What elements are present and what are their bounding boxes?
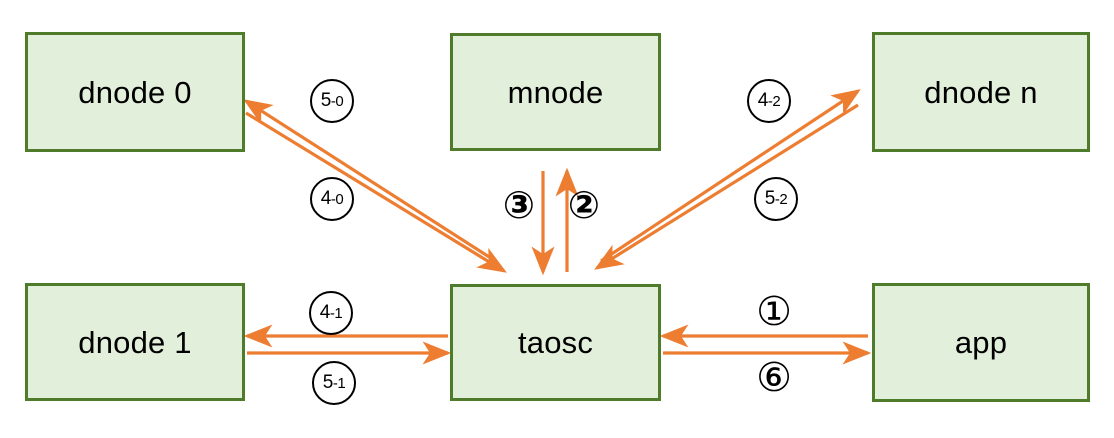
edge-badge-5-0: 5-0 bbox=[310, 79, 354, 123]
node-dnode-0[interactable]: dnode 0 bbox=[25, 32, 245, 152]
edge-badge-5-1-main: 5 bbox=[322, 372, 334, 393]
arrow-a42 bbox=[600, 89, 861, 263]
arrow-a52 bbox=[594, 103, 859, 270]
node-label-dnode-0: dnode 0 bbox=[78, 74, 192, 110]
edge-badge-4-1-sub: -1 bbox=[329, 304, 343, 322]
node-label-dnode-n: dnode n bbox=[924, 74, 1038, 110]
edge-badge-5-1-sub: -1 bbox=[332, 374, 346, 392]
edge-badge-4-2-sub: -2 bbox=[767, 92, 781, 110]
node-label-mnode: mnode bbox=[507, 74, 604, 110]
edge-badge-4-0-main: 4 bbox=[320, 188, 332, 209]
edge-badge-5-0-main: 5 bbox=[320, 90, 332, 111]
node-mnode[interactable]: mnode bbox=[450, 33, 661, 151]
edge-badge-4-2: 4-2 bbox=[747, 79, 791, 123]
node-dnode-1[interactable]: dnode 1 bbox=[25, 283, 245, 401]
edge-badge-4-1: 4-1 bbox=[309, 291, 353, 335]
edge-badge-1: ① bbox=[756, 290, 792, 334]
edge-badge-5-2-sub: -2 bbox=[774, 190, 788, 208]
arrow-a50 bbox=[243, 99, 498, 264]
edge-badge-2: ② bbox=[567, 185, 601, 227]
edge-badge-4-1-main: 4 bbox=[319, 302, 331, 323]
edge-badge-4-2-main: 4 bbox=[757, 90, 769, 111]
arrow-a40 bbox=[245, 111, 507, 273]
node-label-dnode-1: dnode 1 bbox=[78, 324, 192, 360]
edge-badge-5-1: 5-1 bbox=[312, 361, 356, 405]
node-label-taosc: taosc bbox=[517, 325, 594, 360]
node-label-app: app bbox=[954, 325, 1008, 360]
edge-badge-5-0-sub: -0 bbox=[330, 92, 344, 110]
edge-badge-5-2: 5-2 bbox=[754, 177, 798, 221]
edge-badge-4-0: 4-0 bbox=[310, 177, 354, 221]
node-dnode-n[interactable]: dnode n bbox=[872, 32, 1090, 152]
edge-badge-3: ③ bbox=[502, 185, 536, 227]
edge-badge-5-2-main: 5 bbox=[764, 188, 776, 209]
edge-badge-4-0-sub: -0 bbox=[330, 190, 344, 208]
node-taosc[interactable]: taosc bbox=[450, 284, 661, 401]
node-app[interactable]: app bbox=[872, 283, 1090, 402]
edge-badge-6: ⑥ bbox=[756, 356, 792, 400]
